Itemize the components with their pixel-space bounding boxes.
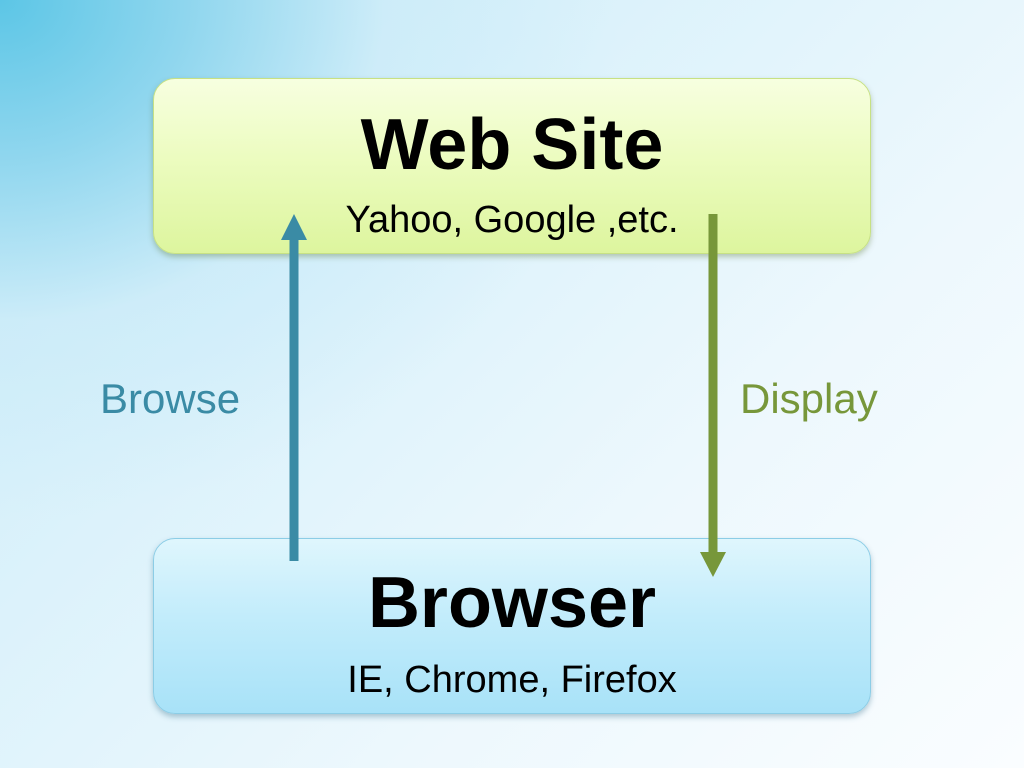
website-title: Web Site (360, 105, 664, 185)
browse-arrowhead-icon (281, 214, 307, 240)
browser-subtitle: IE, Chrome, Firefox (347, 659, 677, 701)
website-subtitle: Yahoo, Google ,etc. (345, 199, 679, 241)
display-arrowhead-icon (700, 552, 726, 577)
browser-title: Browser (367, 563, 657, 643)
browser-node: Browser IE, Chrome, Firefox (153, 538, 871, 714)
browse-edge-label: Browse (100, 375, 241, 422)
website-node: Web Site Yahoo, Google ,etc. (153, 78, 871, 254)
display-edge-label: Display (740, 375, 878, 422)
browse-arrow (281, 214, 307, 561)
display-arrow (700, 214, 726, 577)
